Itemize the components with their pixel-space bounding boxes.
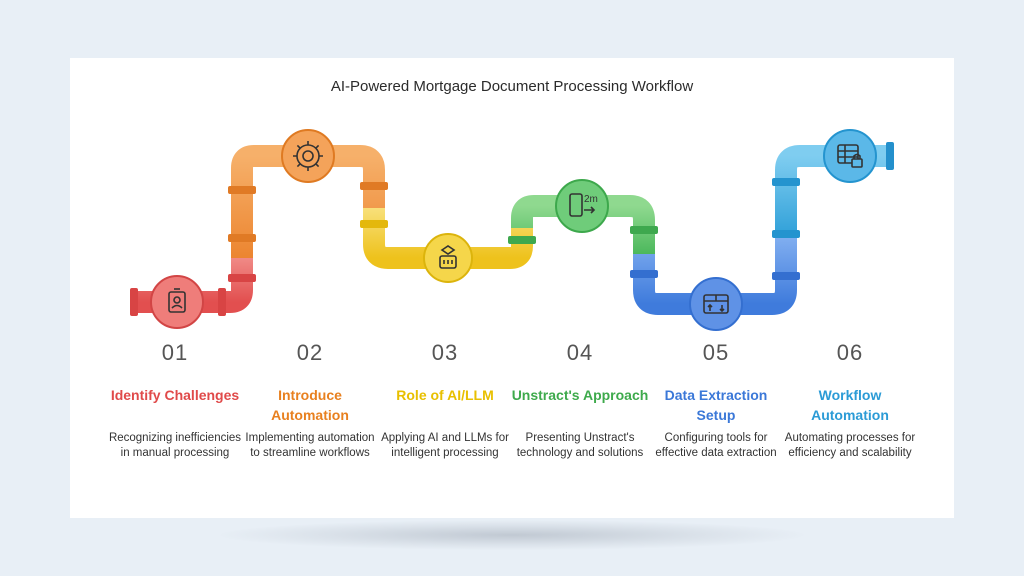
step-5: 05 Data Extraction Setup Configuring too… <box>646 340 786 461</box>
node-3 <box>423 233 473 283</box>
step-number: 05 <box>702 340 730 365</box>
step-number: 02 <box>296 340 324 365</box>
node-6 <box>823 129 877 183</box>
step-4: 04 Unstract's Approach Presenting Unstra… <box>510 340 650 461</box>
step-description: Applying AI and LLMs for intelligent pro… <box>381 432 509 459</box>
data-extraction-icon <box>703 294 729 314</box>
infographic-card: AI-Powered Mortgage Document Processing … <box>70 58 954 518</box>
svg-text:2m: 2m <box>584 194 598 205</box>
step-number: 04 <box>566 340 594 365</box>
step-number: 03 <box>431 340 459 365</box>
ai-chip-icon <box>439 245 457 269</box>
node-4: 2m <box>555 179 609 233</box>
id-badge-icon <box>168 288 186 313</box>
pipe-segment-6 <box>775 145 890 238</box>
step-number: 06 <box>836 340 864 365</box>
step-title: Role of AI/LLM <box>396 387 494 403</box>
step-1: 01 Identify Challenges Recognizing ineff… <box>105 340 245 461</box>
step-title: Identify Challenges <box>110 387 240 403</box>
pipeline-graphic: 2m <box>130 129 894 331</box>
step-title: Data Extraction Setup <box>664 387 768 423</box>
node-1 <box>150 275 204 329</box>
card-shadow <box>220 520 804 550</box>
node-2 <box>281 129 335 183</box>
pipe-start-cap <box>130 288 138 316</box>
secure-table-icon <box>837 144 863 168</box>
node-5 <box>689 277 743 331</box>
step-description: Configuring tools for effective data ext… <box>655 432 777 459</box>
pipe-segment-1 <box>134 258 253 313</box>
step-6: 06 Workflow Automation Automating proces… <box>780 340 920 461</box>
gear-megaphone-icon <box>293 141 323 171</box>
pipe-end-cap <box>886 142 894 170</box>
step-description: Recognizing inefficiencies in manual pro… <box>108 432 242 459</box>
step-3: 03 Role of AI/LLM Applying AI and LLMs f… <box>375 340 515 461</box>
step-number: 01 <box>161 340 189 365</box>
step-title: Workflow Automation <box>811 387 889 423</box>
diagram-title: AI-Powered Mortgage Document Processing … <box>330 78 694 95</box>
mobile-transfer-icon: 2m <box>569 193 598 217</box>
step-description: Presenting Unstract's technology and sol… <box>516 432 644 459</box>
step-description: Automating processes for efficiency and … <box>784 432 916 459</box>
step-description: Implementing automation to streamline wo… <box>245 432 375 459</box>
step-2: 02 Introduce Automation Implementing aut… <box>240 340 380 461</box>
step-title: Unstract's Approach <box>511 387 649 403</box>
step-title: Introduce Automation <box>271 387 349 423</box>
